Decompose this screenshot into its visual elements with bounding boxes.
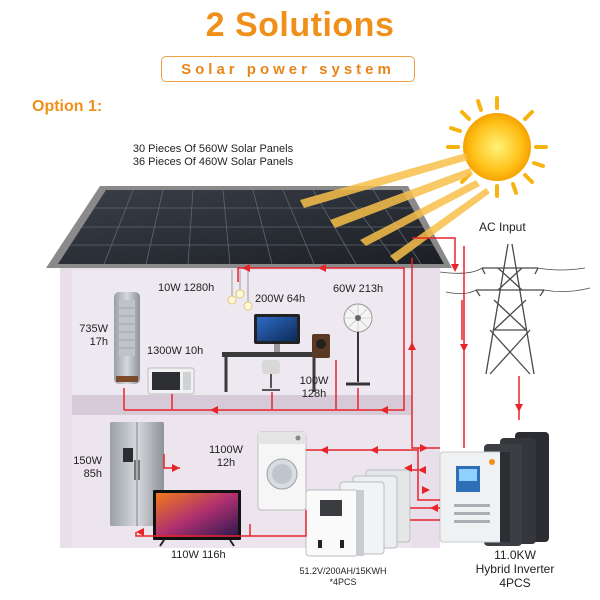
fan-load-label: 60W 213h [333,283,384,295]
panels-label: 30 Pieces Of 560W Solar Panels 36 Pieces… [118,143,308,169]
solar-cell-grid [70,189,433,265]
standing-fan [343,303,373,386]
speaker [312,334,330,358]
hybrid-inverter [439,432,549,546]
battery-spec: 51.2V/200AH/15KWH [299,566,387,576]
fridge-watt: 150W [73,455,102,467]
microwave-load-label: 1300W 10h [147,345,204,357]
ceiling-lights [227,270,253,311]
page-title: 2 Solutions [205,6,395,44]
flow-arrows [136,264,523,536]
inverter-type: Hybrid Inverter [475,562,555,576]
fridge-hours: 85h [83,468,102,480]
washing-machine [257,431,307,511]
battery-label: 51.2V/200AH/15KWH *4PCS [290,566,396,588]
microwave [147,367,195,395]
speaker-hours: 128h [301,388,327,400]
ac-load-label: 735W 17h [66,323,108,349]
subtitle-text: Solar power system [181,60,395,78]
power-wiring [123,237,520,537]
speaker-watt: 100W [299,375,329,387]
ac-watt: 735W [79,323,108,335]
ac-input-label: AC Input [479,220,526,234]
inverter-power: 11.0KW [494,548,536,562]
computer-desk [222,314,318,392]
panels-line-2: 36 Pieces Of 460W Solar Panels [132,156,294,168]
washer-load-label: 1100W 12h [206,444,246,470]
solar-panel-roof [46,186,452,268]
inverter-label: 11.0KW Hybrid Inverter 4PCS [460,548,570,590]
speaker-load-label: 100W 128h [296,375,332,401]
light-load-label: 10W 1280h [158,282,215,294]
sun-icon [446,96,548,198]
battery-qty: *4PCS [329,577,357,587]
television [153,490,241,547]
upper-floor-slab [72,395,412,415]
subtitle-badge: Solar power system [161,56,415,82]
tv-load-label: 110W 116h [171,549,226,561]
washer-hours: 12h [216,457,236,469]
ac-hours: 17h [89,336,108,348]
refrigerator [110,422,164,526]
option-label: Option 1: [32,98,103,115]
inverter-qty: 4PCS [499,576,531,590]
fridge-load-label: 150W 85h [62,455,102,481]
washer-watt: 1100W [208,444,244,456]
power-tower-icon [439,243,591,375]
sun-rays [300,153,490,262]
air-conditioner [114,292,140,384]
panels-line-1: 30 Pieces Of 560W Solar Panels [132,143,294,155]
computer-load-label: 200W 64h [255,293,306,305]
battery-bank [305,469,411,557]
